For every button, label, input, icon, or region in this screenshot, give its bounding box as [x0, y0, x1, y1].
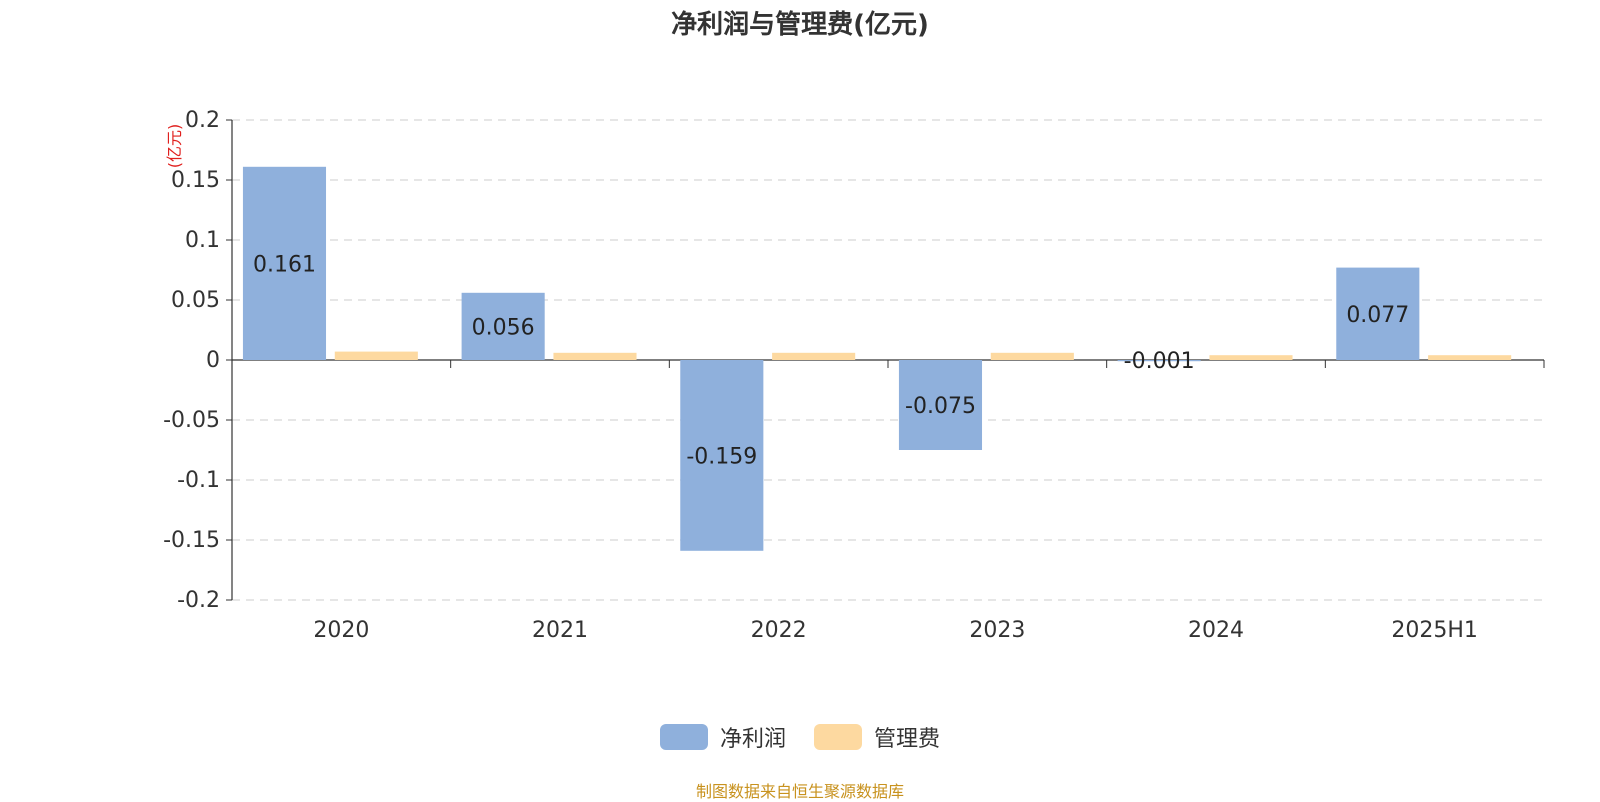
y-tick-label: 0.1 [185, 228, 220, 253]
y-tick-label: -0.2 [177, 588, 220, 613]
chart-title: 净利润与管理费(亿元) [671, 10, 929, 40]
data-label: 0.056 [472, 315, 535, 340]
bar-admin-expense [334, 351, 418, 360]
legend-item-admin-expense[interactable]: 管理费 [814, 721, 940, 753]
data-source-note: 制图数据来自恒生聚源数据库 [695, 782, 904, 801]
bar-net-profit [461, 292, 545, 360]
bar-net-profit [242, 166, 327, 360]
x-tick-label: 2024 [1188, 618, 1244, 643]
bar-admin-expense [990, 352, 1074, 360]
x-tick-label: 2022 [751, 618, 807, 643]
legend-item-net-profit[interactable]: 净利润 [659, 721, 786, 753]
legend-label-net-profit: 净利润 [719, 727, 786, 752]
data-label: -0.001 [1124, 349, 1195, 374]
y-tick-label: -0.05 [163, 408, 220, 433]
y-tick-label: 0.2 [185, 108, 220, 133]
y-tick-label: 0 [206, 348, 220, 373]
bar-net-profit [1336, 267, 1420, 360]
legend: 净利润 管理费 [0, 720, 1600, 754]
legend-label-admin-expense: 管理费 [874, 727, 941, 752]
y-axis-unit-label: (亿元) [165, 124, 184, 169]
bar-admin-expense [553, 352, 637, 360]
data-label: -0.159 [686, 444, 757, 469]
data-label: -0.075 [905, 394, 976, 419]
x-tick-label: 2020 [313, 618, 369, 643]
y-tick-label: -0.1 [177, 468, 220, 493]
x-tick-label: 2023 [969, 618, 1025, 643]
y-tick-label: 0.05 [171, 288, 220, 313]
y-tick-label: 0.15 [171, 168, 220, 193]
y-tick-label: -0.15 [163, 528, 220, 553]
bar-chart: 0.2 0.15 0.1 0.05 0 -0.05 -0.1 -0.15 -0.2 (亿元) 202… [163, 108, 1545, 643]
legend-swatch-net-profit [659, 724, 708, 750]
bar-admin-expense [772, 352, 856, 360]
data-label: 0.077 [1346, 303, 1409, 328]
bar-net-profit [898, 360, 983, 450]
x-tick-label: 2025H1 [1391, 618, 1478, 643]
bar-admin-expense [1209, 355, 1293, 360]
data-label: 0.161 [253, 252, 316, 277]
bar-admin-expense [1428, 355, 1512, 360]
bar-net-profit [1117, 360, 1201, 362]
bar-net-profit [680, 360, 764, 551]
x-tick-label: 2021 [532, 618, 588, 643]
legend-swatch-admin-expense [814, 724, 862, 750]
